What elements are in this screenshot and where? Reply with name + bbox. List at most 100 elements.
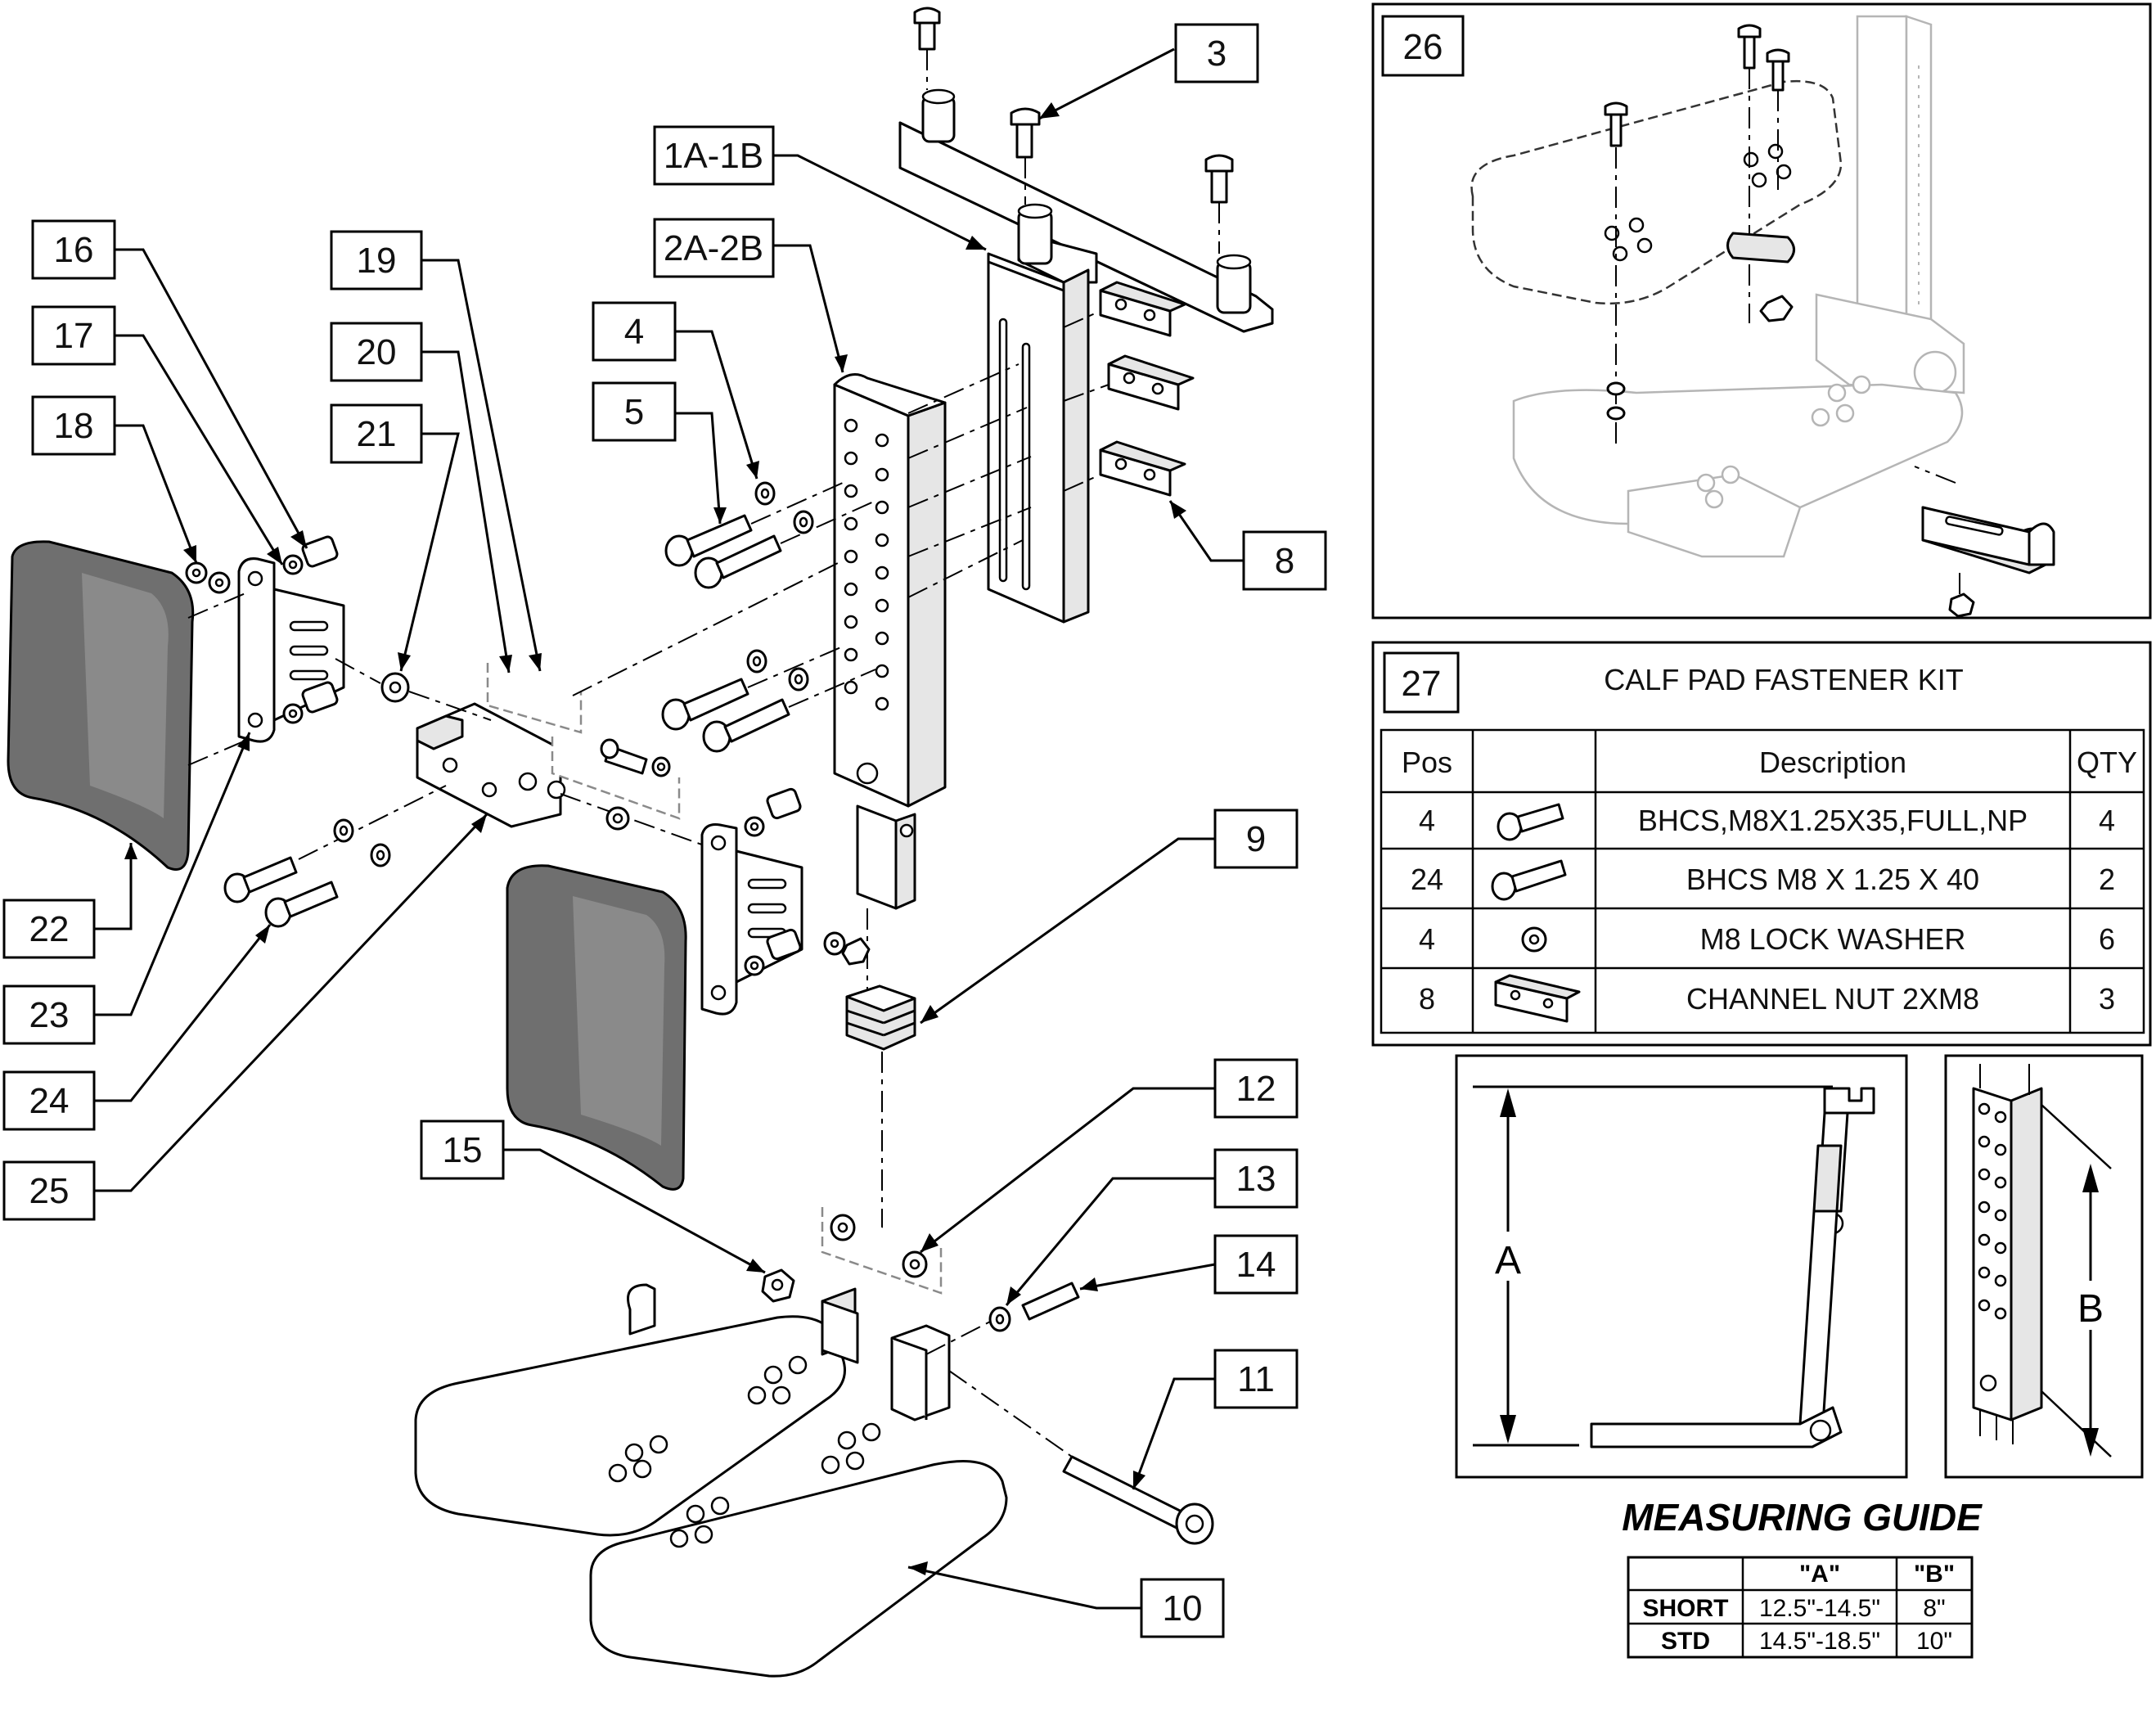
measuring-guide-a: A xyxy=(1455,1054,1908,1479)
kit-row-2-qty: 2 xyxy=(2099,863,2115,896)
svg-text:1A-1B: 1A-1B xyxy=(664,136,763,176)
pad-plate-left xyxy=(237,557,276,743)
svg-text:8: 8 xyxy=(1275,541,1294,581)
callout-9: 9 xyxy=(1213,809,1299,869)
callout-5: 5 xyxy=(592,381,677,442)
dash-box-left xyxy=(486,663,681,820)
tube-1a-1b xyxy=(987,252,1090,624)
mount-clamp xyxy=(416,702,566,828)
callout-18: 18 xyxy=(31,395,116,456)
dimension-b-label: B xyxy=(2077,1287,2104,1331)
guide-row-short-label: SHORT xyxy=(1643,1595,1729,1622)
kit-header-qty: QTY xyxy=(2077,746,2137,779)
washer-upper-1 xyxy=(754,481,776,506)
kit-row-4-description: CHANNEL NUT 2XM8 xyxy=(1686,982,1979,1016)
leader-18 xyxy=(115,424,198,564)
svg-text:25: 25 xyxy=(29,1171,70,1211)
svg-text:11: 11 xyxy=(1237,1359,1275,1399)
callout-8: 8 xyxy=(1242,530,1327,591)
leader-11 xyxy=(1132,1377,1215,1490)
leader-2a2b xyxy=(773,244,848,373)
kit-table: 27 CALF PAD FASTENER KIT Pos Description… xyxy=(1371,641,2152,1047)
svg-text:2A-2B: 2A-2B xyxy=(664,228,763,268)
footplate-assembly xyxy=(414,1283,1008,1678)
top-mount-bracket xyxy=(898,88,1274,333)
guide-header-a: "A" xyxy=(1799,1561,1840,1588)
svg-text:15: 15 xyxy=(443,1130,483,1170)
washers-screws-left xyxy=(185,535,339,766)
bolt-clamp-right xyxy=(600,738,671,831)
svg-text:13: 13 xyxy=(1236,1159,1276,1199)
kit-header-pos: Pos xyxy=(1402,746,1452,779)
svg-text:21: 21 xyxy=(357,414,397,454)
washer-lower-1 xyxy=(746,649,767,674)
kit-row-2-description: BHCS M8 X 1.25 X 40 xyxy=(1686,863,1979,896)
kit-number: 27 xyxy=(1402,664,1442,704)
kit-row-1-pos: 4 xyxy=(1419,804,1435,837)
guide-row-short-a: 12.5"-14.5" xyxy=(1759,1595,1880,1622)
guide-row-std-label: STD xyxy=(1661,1628,1710,1655)
callout-17: 17 xyxy=(31,305,116,366)
kit-title: CALF PAD FASTENER KIT xyxy=(1604,663,1963,696)
leader-14 xyxy=(1079,1263,1216,1291)
callout-3: 3 xyxy=(1174,23,1259,83)
callout-4: 4 xyxy=(592,301,677,362)
leader-9 xyxy=(920,837,1215,1025)
svg-text:16: 16 xyxy=(54,230,94,270)
guide-header-b: "B" xyxy=(1914,1561,1955,1588)
washers-12 xyxy=(821,1207,943,1295)
alignment-lines-tube xyxy=(866,310,1110,1244)
leader-20 xyxy=(421,350,512,674)
leader-25 xyxy=(94,813,488,1192)
washer-upper-2 xyxy=(793,510,814,534)
leader-15 xyxy=(503,1148,766,1274)
callout-15: 15 xyxy=(420,1120,505,1180)
kit-row-1-qty: 4 xyxy=(2099,804,2115,837)
svg-text:22: 22 xyxy=(29,909,70,949)
alignment-lines-left xyxy=(298,560,844,860)
hardware-right xyxy=(744,787,871,976)
leader-17 xyxy=(115,334,284,565)
leader-24 xyxy=(94,924,272,1102)
svg-text:10: 10 xyxy=(1163,1588,1203,1629)
alignment-lines-foot xyxy=(925,1321,1073,1457)
channel-nuts xyxy=(1099,281,1195,497)
svg-text:18: 18 xyxy=(54,406,94,446)
nut-15 xyxy=(761,1268,795,1303)
callout-16: 16 xyxy=(31,219,116,280)
washer-lower-2 xyxy=(788,667,809,692)
bolt-24-2 xyxy=(264,881,339,928)
bolt-lower-2 xyxy=(702,669,876,753)
washer-icon xyxy=(1521,926,1547,953)
callout-19: 19 xyxy=(330,230,423,291)
pad-bracket-right xyxy=(700,823,803,1016)
svg-text:14: 14 xyxy=(1236,1245,1276,1285)
svg-text:24: 24 xyxy=(29,1081,70,1121)
measuring-guide-title: MEASURING GUIDE xyxy=(1622,1496,1983,1539)
leader-23 xyxy=(94,732,251,1016)
bolt-lower-1 xyxy=(661,646,844,731)
plug-9 xyxy=(845,984,916,1051)
svg-text:4: 4 xyxy=(624,312,644,352)
panel-26: 26 xyxy=(1371,2,2152,619)
guide-row-short-b: 8" xyxy=(1923,1595,1945,1622)
leader-22 xyxy=(94,843,137,930)
leader-8 xyxy=(1168,500,1244,562)
kit-row-2-pos: 24 xyxy=(1411,863,1443,896)
svg-text:19: 19 xyxy=(357,241,397,281)
kit-row-3-description: M8 LOCK WASHER xyxy=(1700,922,1966,956)
washer-21 xyxy=(380,672,410,703)
bolt-icon xyxy=(1491,859,1567,901)
leader-3 xyxy=(1038,47,1175,120)
bolt-upper-1 xyxy=(664,482,844,567)
callout-23: 23 xyxy=(2,984,96,1045)
measuring-guide-b: B xyxy=(1944,1054,2144,1479)
calf-pad-left xyxy=(7,540,195,871)
calf-pad-right xyxy=(506,864,687,1191)
callout-11: 11 xyxy=(1213,1349,1299,1409)
kit-row-4-pos: 8 xyxy=(1419,982,1435,1016)
measuring-guide-table: "A" "B" SHORT 12.5"-14.5" 8" STD 14.5"-1… xyxy=(1627,1556,1974,1659)
leader-1a1b xyxy=(773,154,987,251)
guide-row-std-b: 10" xyxy=(1916,1628,1952,1655)
